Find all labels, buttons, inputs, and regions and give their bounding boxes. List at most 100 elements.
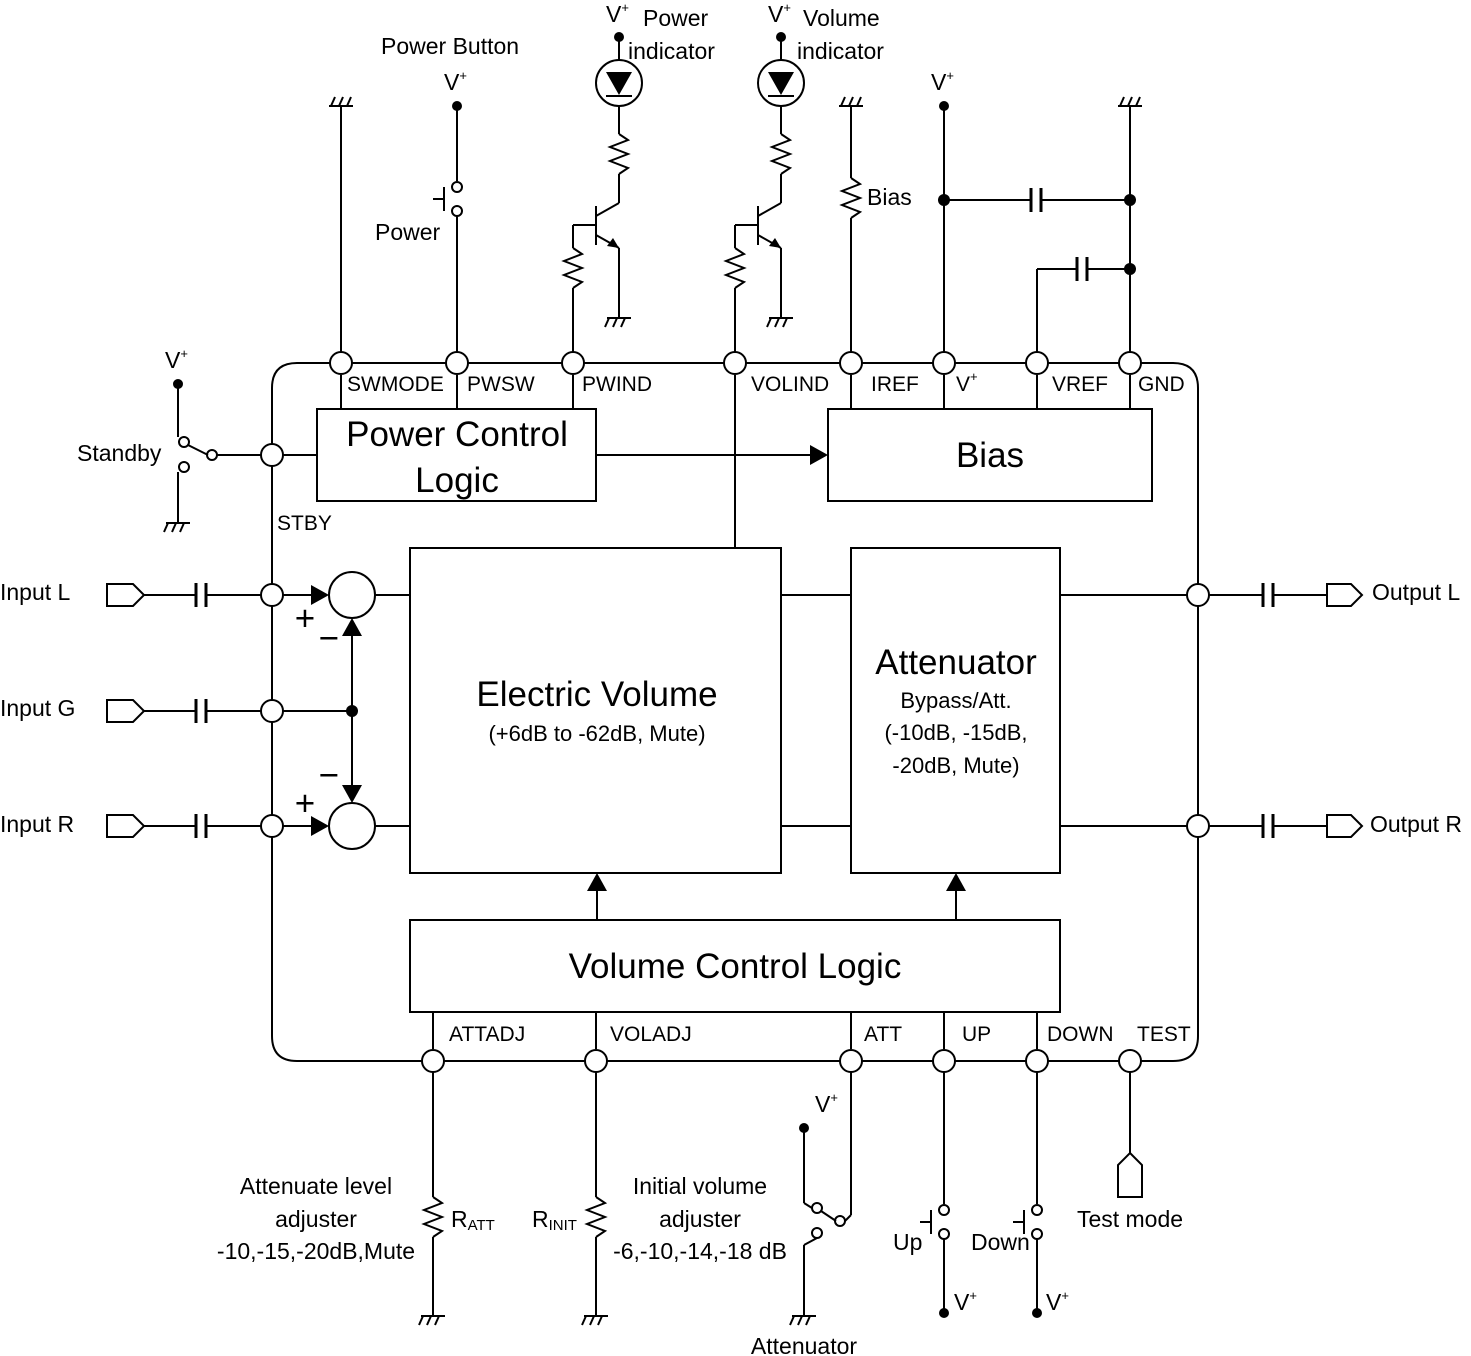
vol-transistor-collector <box>757 202 782 217</box>
pin-pwsw <box>445 351 469 375</box>
att-sw-to-pin-a <box>844 1214 852 1222</box>
power-indicator-label-1: Power <box>643 5 709 31</box>
up-contact-top <box>938 1204 950 1216</box>
pin-attadj <box>421 1049 445 1073</box>
test-mode-label: Test mode <box>1077 1206 1183 1232</box>
att-level-label-2: adjuster <box>275 1206 357 1232</box>
volume-control-title: Volume Control Logic <box>569 947 902 986</box>
attenuator-line-3: (-10dB, -15dB, <box>884 720 1027 745</box>
down-vplus-node <box>1032 1308 1042 1318</box>
pin-label-vplus: V+ <box>956 369 978 396</box>
pin-input-r <box>260 814 284 838</box>
pin-label-test: TEST <box>1137 1023 1191 1046</box>
pin-stby <box>260 443 284 467</box>
up-button-circuit: V+ Up <box>893 1072 977 1318</box>
pin-down <box>1025 1049 1049 1073</box>
output-l-connector <box>1326 583 1364 607</box>
pin-label-up: UP <box>962 1023 991 1046</box>
att-sw-link <box>803 1202 813 1209</box>
pin-label-gnd: GND <box>1138 373 1185 396</box>
rinit-circuit: RINIT Initial volume adjuster -6,-10,-14… <box>532 1072 787 1326</box>
pin-pwind <box>561 351 585 375</box>
output-r-label: Output R <box>1370 811 1462 837</box>
in-l-arrow <box>311 585 329 605</box>
power-vplus-label: V+ <box>444 68 467 95</box>
pin-iref <box>839 351 863 375</box>
standby-switch-arm <box>187 444 209 456</box>
volume-control-logic-block <box>409 919 1061 1013</box>
bias-resistor-label: Bias <box>867 184 912 210</box>
power-to-bias-arrow <box>810 445 828 465</box>
ratt-label: RATT <box>451 1206 495 1234</box>
vcl-att-arrow <box>946 873 966 891</box>
pin-label-iref: IREF <box>871 373 919 396</box>
attenuator-switch-label: Attenuator <box>751 1333 857 1356</box>
supply-vplus-label: V+ <box>931 68 954 95</box>
bias-title: Bias <box>956 436 1024 475</box>
down-button-circuit: V+ Down <box>971 1072 1069 1318</box>
test-mode-circuit: Test mode <box>1077 1072 1183 1232</box>
input-l-label: Input L <box>0 579 71 605</box>
up-label: Up <box>893 1229 922 1255</box>
electric-volume-title: Electric Volume <box>476 675 717 714</box>
pin-test <box>1118 1049 1142 1073</box>
up-vplus-node <box>939 1308 949 1318</box>
initial-volume-label-3: -6,-10,-14,-18 dB <box>613 1238 787 1264</box>
supply-circuit: V+ <box>931 68 1143 352</box>
attenuator-block <box>850 547 1061 874</box>
input-g-group: Input G <box>0 695 261 725</box>
pin-input-l <box>260 583 284 607</box>
standby-circuit: V+ Standby <box>77 346 261 533</box>
initial-volume-label-1: Initial volume <box>633 1173 767 1199</box>
power-button-circuit: Power Button V+ Power <box>375 33 519 352</box>
power-base-resistor <box>561 247 585 289</box>
vol-led-triangle <box>768 72 794 95</box>
pin-vref <box>1025 351 1049 375</box>
output-r-group: Output R <box>1209 811 1462 840</box>
input-l-group: Input L <box>0 579 261 609</box>
g-up-arrow <box>342 618 362 636</box>
pin-input-g <box>260 699 284 723</box>
att-sw-ground-link <box>803 1237 818 1246</box>
pin-up <box>932 1049 956 1073</box>
down-vplus-label: V+ <box>1046 1288 1069 1315</box>
pin-label-down: DOWN <box>1047 1023 1114 1046</box>
standby-common <box>206 449 218 461</box>
att-vplus-label: V+ <box>815 1090 838 1117</box>
test-mode-connector <box>1117 1151 1143 1198</box>
attenuator-switch-circuit: V+ Attenuator <box>751 1072 857 1356</box>
minus-sign-r: − <box>319 756 339 795</box>
power-transistor-collector <box>595 202 620 217</box>
summing-junction-r <box>328 802 376 850</box>
standby-label: Standby <box>77 440 162 466</box>
electric-volume-range: (+6dB to -62dB, Mute) <box>488 721 705 746</box>
pin-label-volind: VOLIND <box>751 373 829 396</box>
power-control-title-1: Power Control <box>346 415 568 454</box>
output-l-label: Output L <box>1372 579 1460 605</box>
pin-label-voladj: VOLADJ <box>610 1023 692 1046</box>
input-r-connector <box>106 814 146 838</box>
down-label: Down <box>971 1229 1030 1255</box>
input-g-label: Input G <box>0 695 75 721</box>
pin-att <box>839 1049 863 1073</box>
power-contact-bottom <box>451 205 463 217</box>
ratt-resistor <box>421 1196 445 1238</box>
plus-sign-r: + <box>295 784 315 823</box>
gnd-cap-node-1 <box>1124 194 1136 206</box>
iref-circuit: Bias <box>838 96 912 352</box>
input-r-label: Input R <box>0 811 74 837</box>
attenuator-title: Attenuator <box>875 643 1037 682</box>
rinit-label: RINIT <box>532 1206 577 1234</box>
output-r-connector <box>1326 814 1364 838</box>
pin-gnd <box>1118 351 1142 375</box>
summing-junction-l <box>328 571 376 619</box>
pin-label-att: ATT <box>864 1023 902 1046</box>
power-ind-vplus: V+ <box>606 0 629 27</box>
bias-resistor <box>839 177 863 219</box>
power-control-title-2: Logic <box>415 461 499 500</box>
pin-label-pwind: PWIND <box>582 373 652 396</box>
vcl-ev-arrow <box>587 873 607 891</box>
input-l-connector <box>106 583 146 607</box>
pin-label-swmode: SWMODE <box>347 373 444 396</box>
